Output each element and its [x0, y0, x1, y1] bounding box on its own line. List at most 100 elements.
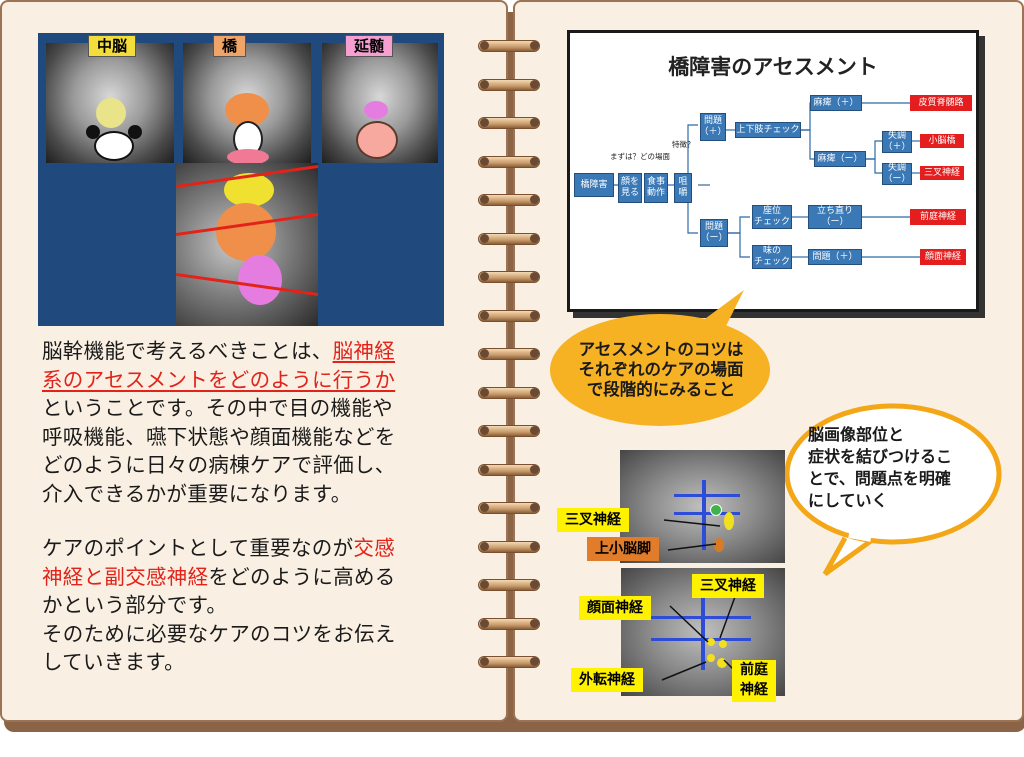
- binding-hole: [530, 657, 539, 666]
- node-ataxia-minus: 失調 （ー）: [882, 163, 912, 185]
- result-cerebellopontine: 小脳橋: [920, 134, 964, 148]
- binding-ring: [478, 617, 540, 630]
- midbrain-highlight: [96, 98, 126, 128]
- pons-scan-image: [183, 43, 311, 163]
- binding-hole: [530, 156, 539, 166]
- binding-ring: [478, 502, 540, 514]
- binding-ring: [478, 348, 540, 360]
- tag-abducens-nerve: 外転神経: [571, 668, 643, 692]
- assessment-tip-bubble-shape: [550, 290, 770, 426]
- sagittal-scan-image: [176, 163, 318, 326]
- binding-hole: [480, 272, 489, 281]
- node-problem-plus-2: 問題（＋）: [808, 249, 862, 265]
- paragraph1-line: 呼吸機能、嚥下状態や顔面機能などを: [42, 423, 450, 452]
- node-problem-minus: 問題 （ー）: [700, 219, 728, 247]
- bubble-line: それぞれのケアの場面: [578, 360, 744, 379]
- binding-hole: [480, 541, 489, 551]
- body-text: していきます。: [42, 650, 185, 674]
- binding-ring: [478, 40, 540, 52]
- body-text: ケアのポイントとして重要なのが: [42, 536, 354, 560]
- bubble-line: 症状を結びつけるこ: [808, 447, 953, 466]
- sagittal-pons-highlight: [216, 203, 276, 261]
- highlight-text: 系のアセスメントをどのように行うか: [42, 367, 396, 392]
- binding-hole: [480, 195, 489, 204]
- medulla-scan-image: [322, 43, 438, 163]
- binding-hole: [530, 310, 539, 320]
- body-text: をどのように高める: [208, 564, 396, 589]
- binding-ring: [478, 232, 540, 245]
- tag-superior-cerebellar-peduncle: 上小脳脚: [587, 537, 659, 561]
- binding-ring: [478, 463, 540, 476]
- node-chewing: 咀 嚼: [674, 173, 692, 203]
- binding-hole: [530, 41, 539, 50]
- highlight-text: 脳神経: [332, 339, 395, 363]
- binding-hole: [480, 79, 489, 89]
- paragraph-care-points: ケアのポイントとして重要なのが交感神経と副交感神経をどのように高めるかという部分…: [42, 534, 450, 677]
- body-text: ということです。その中で目の機能や: [42, 396, 393, 420]
- result-corticospinal-tract: 皮質脊髄路: [910, 95, 972, 111]
- binding-hole: [480, 580, 489, 589]
- medulla-highlight: [364, 101, 388, 119]
- binding-hole: [530, 503, 539, 512]
- binding-hole: [530, 195, 539, 204]
- binding-hole: [530, 618, 539, 628]
- binding-ring: [478, 117, 540, 129]
- node-limb-check: 上下肢チェック: [735, 122, 801, 138]
- binding-hole: [480, 464, 489, 474]
- spiral-binding: [478, 40, 548, 700]
- binding-hole: [480, 41, 489, 50]
- paragraph2-line: 神経と副交感神経をどのように高める: [42, 563, 450, 592]
- binding-hole: [530, 541, 539, 551]
- binding-ring: [478, 271, 540, 283]
- sagittal-medulla-highlight: [238, 255, 282, 305]
- binding-ring: [478, 540, 540, 553]
- explanation-text: 脳幹機能で考えるべきことは、脳神経系のアセスメントをどのように行うかということで…: [42, 337, 450, 677]
- binding-hole: [530, 79, 539, 89]
- body-text: 介入できるかが重要になります。: [42, 481, 352, 506]
- node-pons-disorder: 橋障害: [574, 173, 614, 197]
- paragraph1-line: 脳幹機能で考えるべきことは、脳神経: [42, 337, 450, 366]
- node-paralysis-plus: 麻痺（＋）: [810, 95, 862, 111]
- body-text: どのように日々の病棟ケアで評価し、: [42, 453, 396, 477]
- binding-hole: [530, 464, 539, 474]
- character-illustration: [356, 121, 398, 159]
- binding-hole: [530, 349, 539, 358]
- imaging-tip-bubble-shape: [784, 403, 1002, 577]
- paragraph-brainstem-assessment: 脳幹機能で考えるべきことは、脳神経系のアセスメントをどのように行うかということで…: [42, 337, 450, 508]
- highlight-text: 交感: [353, 536, 395, 560]
- tag-vestibular-nerve: 前庭 神経: [732, 660, 776, 702]
- imaging-tip-bubble-text: 脳画像部位と症状を結びつけることで、問題点を明確にしていく: [808, 424, 988, 512]
- result-vestibular-nerve: 前庭神経: [910, 209, 966, 225]
- pons-label: 橋: [213, 35, 247, 57]
- binding-ring: [478, 194, 540, 206]
- paragraph1-line: 系のアセスメントをどのように行うか: [42, 366, 450, 395]
- paragraph2-line: かという部分です。: [42, 591, 450, 620]
- tag-trigeminal-nerve-lower: 三叉神経: [692, 574, 764, 598]
- node-meal-action: 食事 動作: [644, 173, 668, 203]
- binding-hole: [480, 233, 489, 243]
- result-trigeminal-nerve: 三叉神経: [920, 166, 964, 180]
- binding-hole: [530, 387, 539, 397]
- paragraph1-line: どのように日々の病棟ケアで評価し、: [42, 451, 450, 480]
- binding-hole: [480, 426, 489, 435]
- midbrain-scan-image: [46, 43, 174, 163]
- binding-ring: [478, 656, 540, 668]
- midbrain-label: 中脳: [88, 35, 137, 57]
- pons-assessment-flowchart: 橋障害のアセスメント 橋障害 まずは？ どの場面 特徴？ 顔を 見る 食事 動作…: [567, 30, 979, 312]
- paragraph2-line: していきます。: [42, 648, 450, 677]
- binding-ring: [478, 425, 540, 437]
- node-taste-check: 味の チェック: [752, 245, 792, 269]
- node-sitting-check: 座位 チェック: [752, 205, 792, 229]
- flowchart-title: 橋障害のアセスメント: [668, 55, 878, 79]
- body-text: 呼吸機能、嚥下状態や顔面機能などを: [42, 424, 396, 449]
- tag-trigeminal-nerve-upper: 三叉神経: [557, 508, 629, 532]
- tag-facial-nerve: 顔面神経: [579, 596, 651, 620]
- binding-hole: [480, 118, 489, 127]
- binding-hole: [480, 387, 489, 397]
- binding-hole: [480, 349, 489, 358]
- binding-hole: [530, 426, 539, 435]
- bubble-line: で段階的にみること: [586, 380, 736, 399]
- binding-ring: [478, 309, 540, 322]
- binding-hole: [530, 118, 539, 127]
- node-look-face: 顔を 見る: [618, 173, 642, 203]
